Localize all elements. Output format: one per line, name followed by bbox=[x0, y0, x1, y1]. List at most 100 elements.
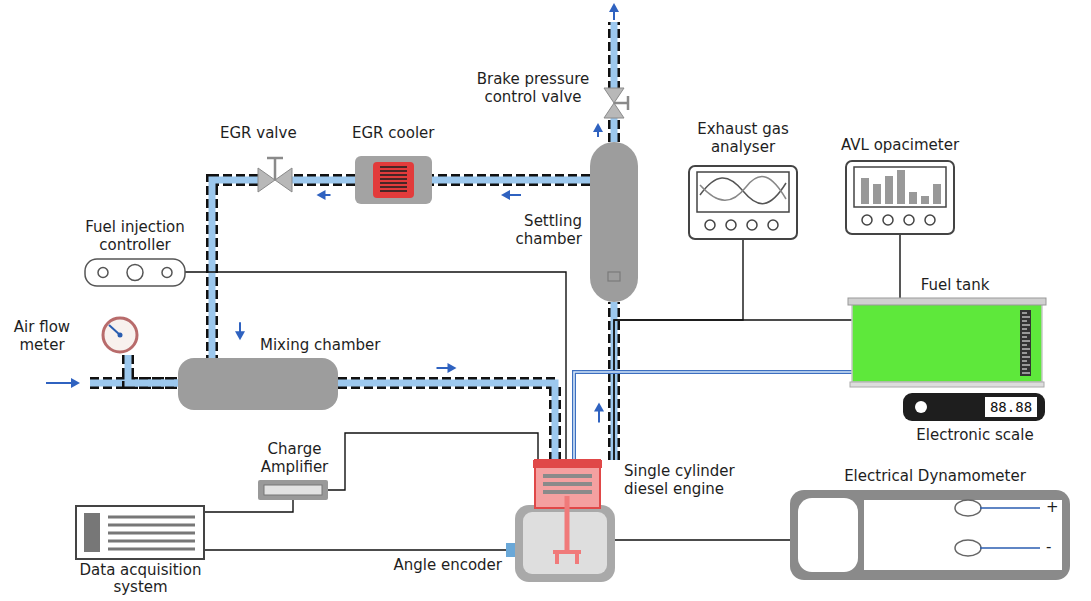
controller-plate bbox=[85, 259, 185, 286]
gauge-tick bbox=[1022, 369, 1027, 370]
valve-handle bbox=[267, 158, 283, 180]
fuel-tank-shape bbox=[852, 298, 1042, 386]
gauge-tick bbox=[1022, 357, 1030, 358]
opacimeter-screen bbox=[854, 167, 946, 207]
gas-pipe bbox=[128, 355, 178, 383]
component-label: Electrical Dynamometer bbox=[800, 467, 1070, 485]
gauge-tick bbox=[1022, 313, 1027, 314]
component-label: Angle encoder bbox=[356, 556, 502, 574]
component-text: + bbox=[1046, 498, 1062, 516]
pipe-wall bbox=[212, 180, 258, 358]
component-label: EGR cooler bbox=[352, 124, 462, 142]
egr-valve: EGR valve bbox=[258, 150, 292, 195]
data-acquisition: Data acquisition system bbox=[75, 505, 205, 560]
cooler-fin bbox=[380, 186, 407, 188]
settling-port bbox=[608, 272, 620, 281]
opacimeter-shape bbox=[845, 160, 955, 235]
opacimeter-knob bbox=[925, 215, 935, 225]
gas-analyser-shape bbox=[688, 165, 798, 240]
electronic-scale: 88.88Electronic scale bbox=[903, 393, 1045, 421]
gauge-tick bbox=[1022, 353, 1027, 354]
pipe-bore bbox=[432, 177, 590, 184]
component-label: Fuel injection controller bbox=[70, 218, 200, 254]
dynamometer-end bbox=[798, 498, 858, 572]
component-text: - bbox=[1046, 538, 1062, 556]
pipe-wall bbox=[338, 383, 555, 460]
tank-gauge bbox=[1020, 310, 1031, 376]
cylinder-head bbox=[533, 460, 602, 468]
dynamometer-body bbox=[864, 500, 1062, 570]
pipe-bore bbox=[128, 355, 178, 383]
dynamometer-case bbox=[790, 490, 1070, 580]
gas-pipe bbox=[212, 180, 258, 358]
cooler-body bbox=[355, 156, 432, 204]
component-label: Exhaust gas analyser bbox=[684, 120, 802, 156]
dynamometer-shape bbox=[790, 490, 1070, 580]
gauge-tick bbox=[1022, 365, 1030, 366]
egr-cooler: EGR cooler bbox=[355, 156, 432, 204]
daq-slot bbox=[108, 532, 195, 535]
component-label: Charge Amplifier bbox=[252, 440, 337, 476]
analyser-knob bbox=[705, 220, 715, 230]
gauge-tick bbox=[1022, 361, 1027, 362]
flow-arrowhead bbox=[235, 331, 245, 340]
charge-amplifier-shape bbox=[258, 480, 328, 500]
component-label: 88.88 bbox=[985, 397, 1037, 417]
crankshaft bbox=[553, 552, 581, 564]
terminal bbox=[955, 540, 981, 556]
inlet-arrowhead bbox=[71, 378, 80, 388]
component-label: Fuel tank bbox=[890, 276, 1020, 294]
valve-handle bbox=[614, 96, 628, 110]
pipe-bore bbox=[338, 383, 555, 460]
angle-encoder-shape bbox=[506, 543, 515, 557]
egr-valve-shape bbox=[258, 150, 292, 195]
outlet-pipe-wall bbox=[608, 22, 620, 90]
pipe-wall bbox=[608, 118, 620, 142]
analyser-knob bbox=[747, 220, 757, 230]
gas-pipe bbox=[594, 302, 614, 460]
daq-slot bbox=[108, 548, 195, 551]
cooler-fin bbox=[380, 174, 407, 176]
chamber-body bbox=[178, 358, 338, 410]
flow-arrowhead bbox=[317, 190, 326, 200]
opacimeter-knob bbox=[883, 215, 893, 225]
gas-pipe bbox=[338, 363, 555, 460]
encoder-body bbox=[506, 543, 515, 557]
fuel-line-wall bbox=[574, 372, 852, 460]
component-label: Mixing chamber bbox=[260, 336, 400, 354]
angle-encoder: Angle encoder bbox=[506, 543, 515, 557]
daq-panel bbox=[84, 513, 100, 552]
diesel-engine: Single cylinder diesel engine bbox=[515, 460, 615, 582]
settling-chamber: Settling chamber bbox=[590, 142, 638, 302]
settling-body bbox=[590, 142, 638, 302]
signal-wire bbox=[328, 433, 538, 490]
gauge-tick bbox=[1022, 317, 1030, 318]
opacimeter-bar bbox=[861, 178, 869, 204]
outlet-pipe-bore bbox=[611, 22, 618, 90]
gauge-tick bbox=[1022, 349, 1030, 350]
analyser-screen bbox=[697, 172, 789, 212]
fuel-line bbox=[574, 372, 852, 460]
flow-arrowhead bbox=[593, 123, 603, 132]
wire-path bbox=[328, 433, 538, 490]
fuel-tank: Fuel tank bbox=[852, 298, 1042, 386]
cooler-fin bbox=[380, 190, 407, 192]
egr-cooler-shape bbox=[355, 156, 432, 204]
signal-wire bbox=[615, 540, 790, 541]
analyser-wave bbox=[700, 177, 786, 201]
opacimeter-case bbox=[846, 161, 954, 234]
tank-body bbox=[852, 304, 1042, 382]
gauge-tick bbox=[1022, 321, 1027, 322]
connecting-rod bbox=[565, 496, 570, 552]
pipe-wall bbox=[292, 174, 355, 186]
analyser-knob bbox=[768, 220, 778, 230]
flow-arrowhead bbox=[448, 363, 457, 373]
gauge-tick bbox=[1022, 373, 1030, 374]
gauge-tick bbox=[1022, 341, 1030, 342]
gauge-hub bbox=[118, 333, 123, 338]
daq-case bbox=[76, 506, 204, 559]
cooler-fin bbox=[380, 182, 407, 184]
scale-button bbox=[915, 401, 927, 413]
amplifier-body bbox=[258, 480, 328, 500]
brake-valve: Brake pressure control valve bbox=[600, 88, 628, 118]
